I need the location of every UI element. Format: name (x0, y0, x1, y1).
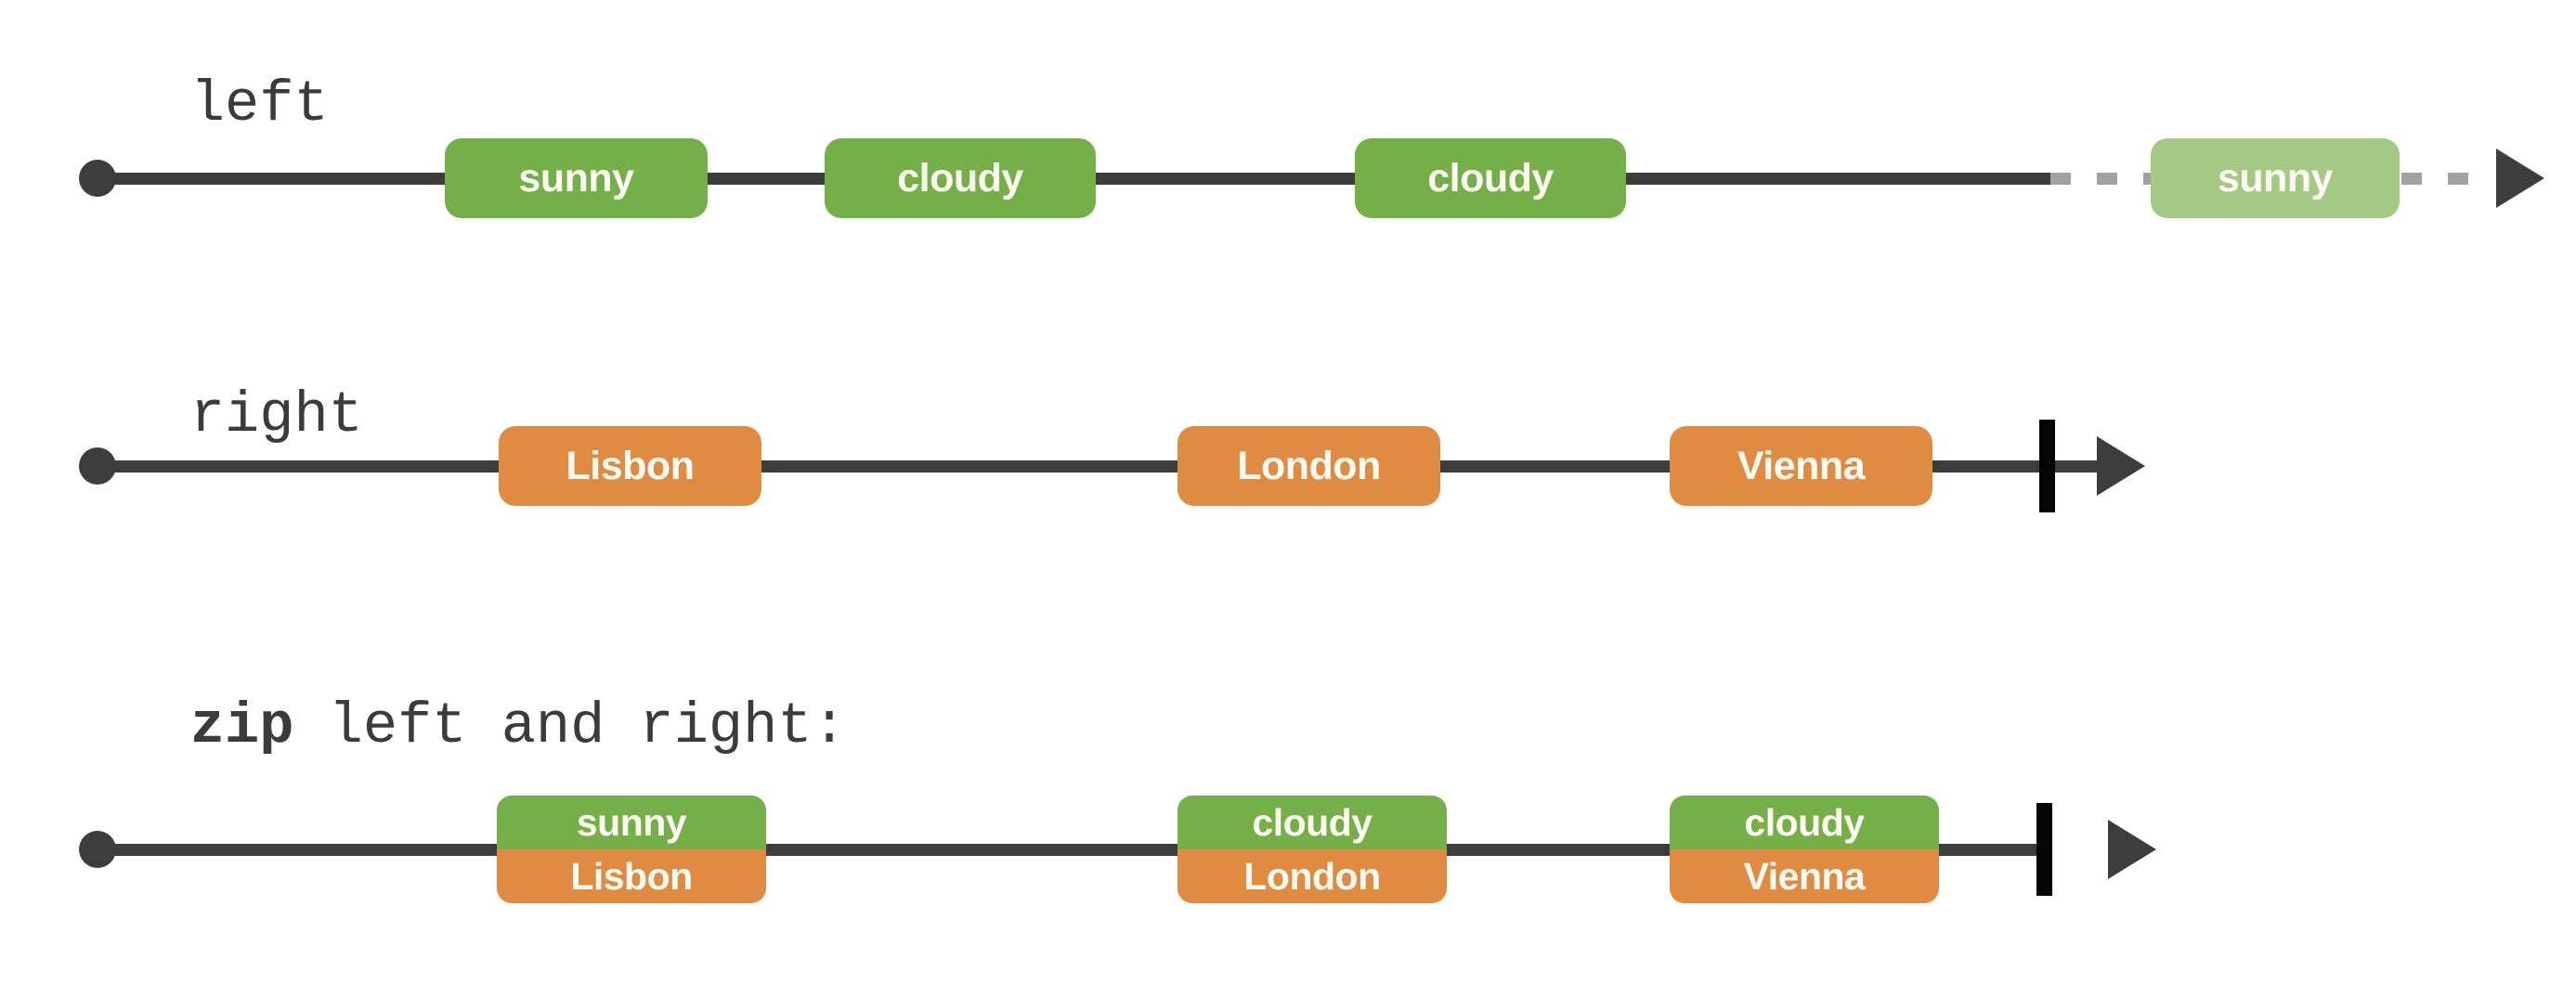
timeline-complete-bar-zip (2036, 803, 2052, 896)
timeline-arrow-left (2496, 149, 2544, 208)
section-label-zip-text: left and right: (293, 693, 847, 759)
marble-left-1[interactable]: cloudy (825, 138, 1096, 218)
section-label-right-text: right (189, 382, 363, 448)
marble-zip-1-top: cloudy (1177, 796, 1447, 849)
timeline-start-dot-left (79, 160, 116, 197)
marble-right-0[interactable]: Lisbon (499, 426, 761, 506)
timeline-start-dot-right (79, 447, 116, 485)
marble-zip-0-bottom: Lisbon (497, 849, 766, 903)
marble-zip-0-top: sunny (497, 796, 766, 849)
timeline-complete-bar-right (2039, 420, 2055, 512)
timeline-arrow-zip (2108, 820, 2156, 879)
marble-zip-2[interactable]: cloudy Vienna (1670, 796, 1939, 903)
marble-left-0-label: sunny (518, 155, 634, 201)
marble-right-1[interactable]: London (1177, 426, 1440, 506)
section-label-left-text: left (189, 71, 329, 137)
timeline-dashes-left-after (2401, 173, 2494, 185)
marble-left-3-faded[interactable]: sunny (2151, 138, 2400, 218)
marble-right-1-label: London (1237, 443, 1381, 488)
timeline-dashes-left-before (2050, 173, 2153, 185)
marble-left-3-label: sunny (2217, 155, 2334, 201)
section-label-right: right (52, 330, 363, 502)
marble-right-2-label: Vienna (1737, 443, 1866, 488)
section-label-zip-operator: zip (189, 693, 294, 759)
marble-zip-1-bottom: London (1177, 849, 1447, 903)
marble-left-2[interactable]: cloudy (1355, 138, 1626, 218)
marble-left-2-label: cloudy (1427, 155, 1554, 201)
marble-zip-0[interactable]: sunny Lisbon (497, 796, 766, 903)
timeline-arrow-right (2097, 436, 2145, 496)
section-label-left: left (52, 19, 329, 191)
marble-left-0[interactable]: sunny (445, 138, 708, 218)
section-label-zip: zip left and right: (52, 641, 847, 813)
marble-right-2[interactable]: Vienna (1670, 426, 1932, 506)
marble-left-1-label: cloudy (897, 155, 1023, 201)
marble-zip-2-top: cloudy (1670, 796, 1939, 849)
marble-zip-1[interactable]: cloudy London (1177, 796, 1447, 903)
marble-zip-2-bottom: Vienna (1670, 849, 1939, 903)
timeline-start-dot-zip (79, 831, 116, 868)
marble-right-0-label: Lisbon (566, 443, 695, 488)
